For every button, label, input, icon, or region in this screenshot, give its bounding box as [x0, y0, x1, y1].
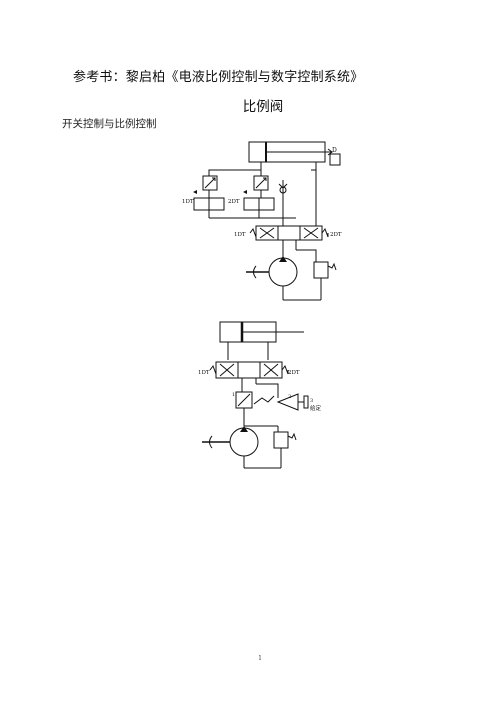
label-2dt-b: 2DT [330, 232, 342, 238]
label-1dt: 1DT [198, 370, 210, 376]
label-3: 3 [310, 398, 313, 404]
label-2dt: 2DT [288, 370, 300, 376]
label-1dt-b: 1DT [234, 232, 246, 238]
directional-valve [215, 361, 283, 379]
throttle-valve-1 [202, 175, 218, 191]
onoff-control-circuit-diagram: 1DT 2DT 1DT 2DT D [182, 141, 342, 301]
label-1: 1 [232, 392, 235, 398]
section-subheading: 开关控制与比例控制 [62, 118, 157, 130]
hydraulic-pump [229, 427, 259, 457]
relief-valve [273, 431, 289, 449]
label-load: D [332, 147, 337, 154]
relief-valve [313, 261, 329, 279]
hydraulic-pump [268, 257, 298, 287]
label-setting: 给定 [310, 404, 322, 412]
reference-book-line: 参考书：黎启柏《电液比例控制与数字控制系统》 [73, 70, 364, 85]
label-2dt-a: 2DT [228, 199, 240, 205]
setpoint-box [303, 395, 309, 409]
label-2: 2 [288, 394, 291, 400]
section-heading: 比例阀 [242, 99, 284, 115]
load-box [329, 153, 341, 166]
label-1dt-a: 1DT [182, 199, 194, 205]
proportional-control-circuit-diagram: 1DT 2DT 1 2 3 给定 [198, 321, 322, 469]
page-number: 1 [258, 655, 262, 662]
directional-valve [255, 225, 323, 241]
